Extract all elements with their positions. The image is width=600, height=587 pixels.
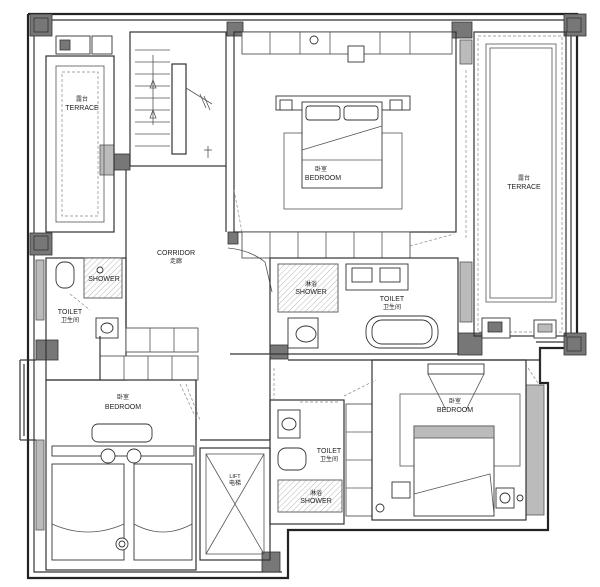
terrace-left	[45, 35, 115, 233]
toilet-lower	[269, 399, 345, 525]
terrace-left-label-en: TERRACE	[65, 105, 99, 112]
lift	[199, 447, 271, 561]
bedroom-left	[45, 379, 197, 571]
toilet-left-label-en: TOILET	[58, 309, 83, 316]
terrace-left-label-cn: 露台	[76, 95, 88, 103]
lift-label-cn: 电梯	[229, 479, 241, 487]
wardrobe-left	[99, 327, 199, 381]
wardrobe-lower	[345, 403, 373, 517]
terrace-right-label-cn: 露台	[518, 174, 530, 182]
shower-lower-label-cn: 淋浴	[310, 489, 322, 497]
bedroom-master-label-en: BEDROOM	[305, 175, 341, 182]
staircase	[129, 31, 227, 167]
corridor	[125, 170, 270, 441]
corridor-label-cn: 走廊	[170, 257, 182, 265]
terrace-right-label-en: TERRACE	[507, 184, 541, 191]
toilet-left-label-cn: 卫生间	[61, 316, 79, 324]
bedroom-right-label-en: BEDROOM	[437, 407, 473, 414]
structural-columns	[29, 13, 587, 573]
bedroom-right-label-cn: 卧室	[449, 397, 461, 405]
bedroom-left-label-en: BEDROOM	[105, 404, 141, 411]
toilet-center	[269, 257, 459, 355]
shower-center-label-cn: 淋浴	[305, 280, 317, 288]
bedroom-master-label-cn: 卧室	[315, 165, 327, 173]
toilet-left	[45, 257, 127, 381]
bedroom-right	[343, 359, 527, 521]
shower-left-label-en: SHOWER	[88, 276, 120, 283]
toilet-lower-label-en: TOILET	[317, 448, 342, 455]
bedroom-master	[233, 31, 457, 233]
wardrobe-row-upper	[227, 231, 455, 293]
corridor-label-en: CORRIDOR	[157, 250, 195, 257]
terrace-right	[459, 31, 567, 339]
toilet-center-label-cn: 卫生间	[383, 303, 401, 311]
outer-walls	[26, 12, 579, 580]
shower-lower-label-en: SHOWER	[300, 498, 332, 505]
bedroom-left-label-cn: 卧室	[117, 393, 129, 401]
shower-center-label-en: SHOWER	[295, 289, 327, 296]
interior-partitions	[19, 166, 541, 441]
lift-label-en: LIFT	[229, 474, 241, 480]
toilet-center-label-en: TOILET	[380, 296, 405, 303]
toilet-lower-label-cn: 卫生间	[320, 455, 338, 463]
